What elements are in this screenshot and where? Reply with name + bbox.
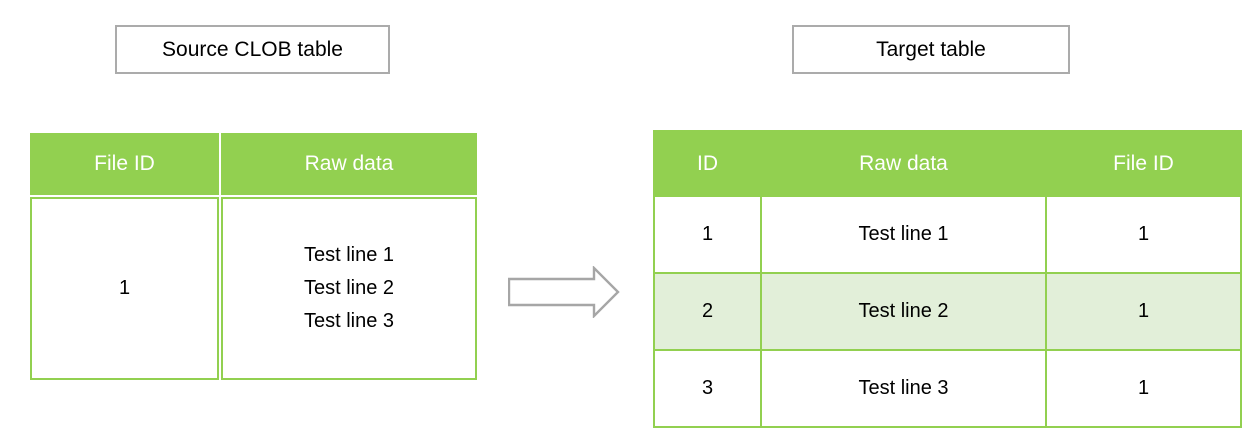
target-cell-file-id: 1 [1045,195,1242,274]
target-cell-id: 3 [653,349,762,428]
target-header-row: ID Raw data File ID [653,130,1242,197]
raw-data-line: Test line 3 [303,310,395,332]
source-clob-table: File ID Raw data 1 Test line 1 Test line… [28,131,479,382]
target-col-header-raw-data: Raw data [760,130,1047,197]
target-cell-file-id: 1 [1045,272,1242,351]
raw-data-line: Test line 1 [303,244,395,266]
target-row-1: 1 Test line 1 1 [653,195,1242,274]
target-row-2: 2 Test line 2 1 [653,272,1242,351]
raw-data-lines: Test line 1 Test line 2 Test line 3 [223,239,475,338]
source-table-caption: Source CLOB table [115,25,390,74]
raw-data-line: Test line 2 [303,277,395,299]
target-table: ID Raw data File ID 1 Test line 1 1 2 Te… [653,130,1242,428]
right-block-arrow-icon [507,265,620,319]
source-caption-label: Source CLOB table [162,37,343,61]
source-header-row: File ID Raw data [30,133,477,195]
target-caption-label: Target table [876,37,986,61]
target-cell-raw-data: Test line 1 [760,195,1047,274]
target-col-header-file-id: File ID [1045,130,1242,197]
target-cell-raw-data: Test line 3 [760,349,1047,428]
target-cell-id: 2 [653,272,762,351]
target-cell-id: 1 [653,195,762,274]
source-cell-file-id: 1 [30,197,219,380]
target-col-header-id: ID [653,130,762,197]
target-cell-file-id: 1 [1045,349,1242,428]
source-col-header-file-id: File ID [30,133,219,195]
source-col-header-raw-data: Raw data [221,133,477,195]
source-cell-raw-data: Test line 1 Test line 2 Test line 3 [221,197,477,380]
transform-arrow [507,265,620,319]
target-cell-raw-data: Test line 2 [760,272,1047,351]
target-row-3: 3 Test line 3 1 [653,349,1242,428]
source-data-row: 1 Test line 1 Test line 2 Test line 3 [30,197,477,380]
target-table-caption: Target table [792,25,1070,74]
